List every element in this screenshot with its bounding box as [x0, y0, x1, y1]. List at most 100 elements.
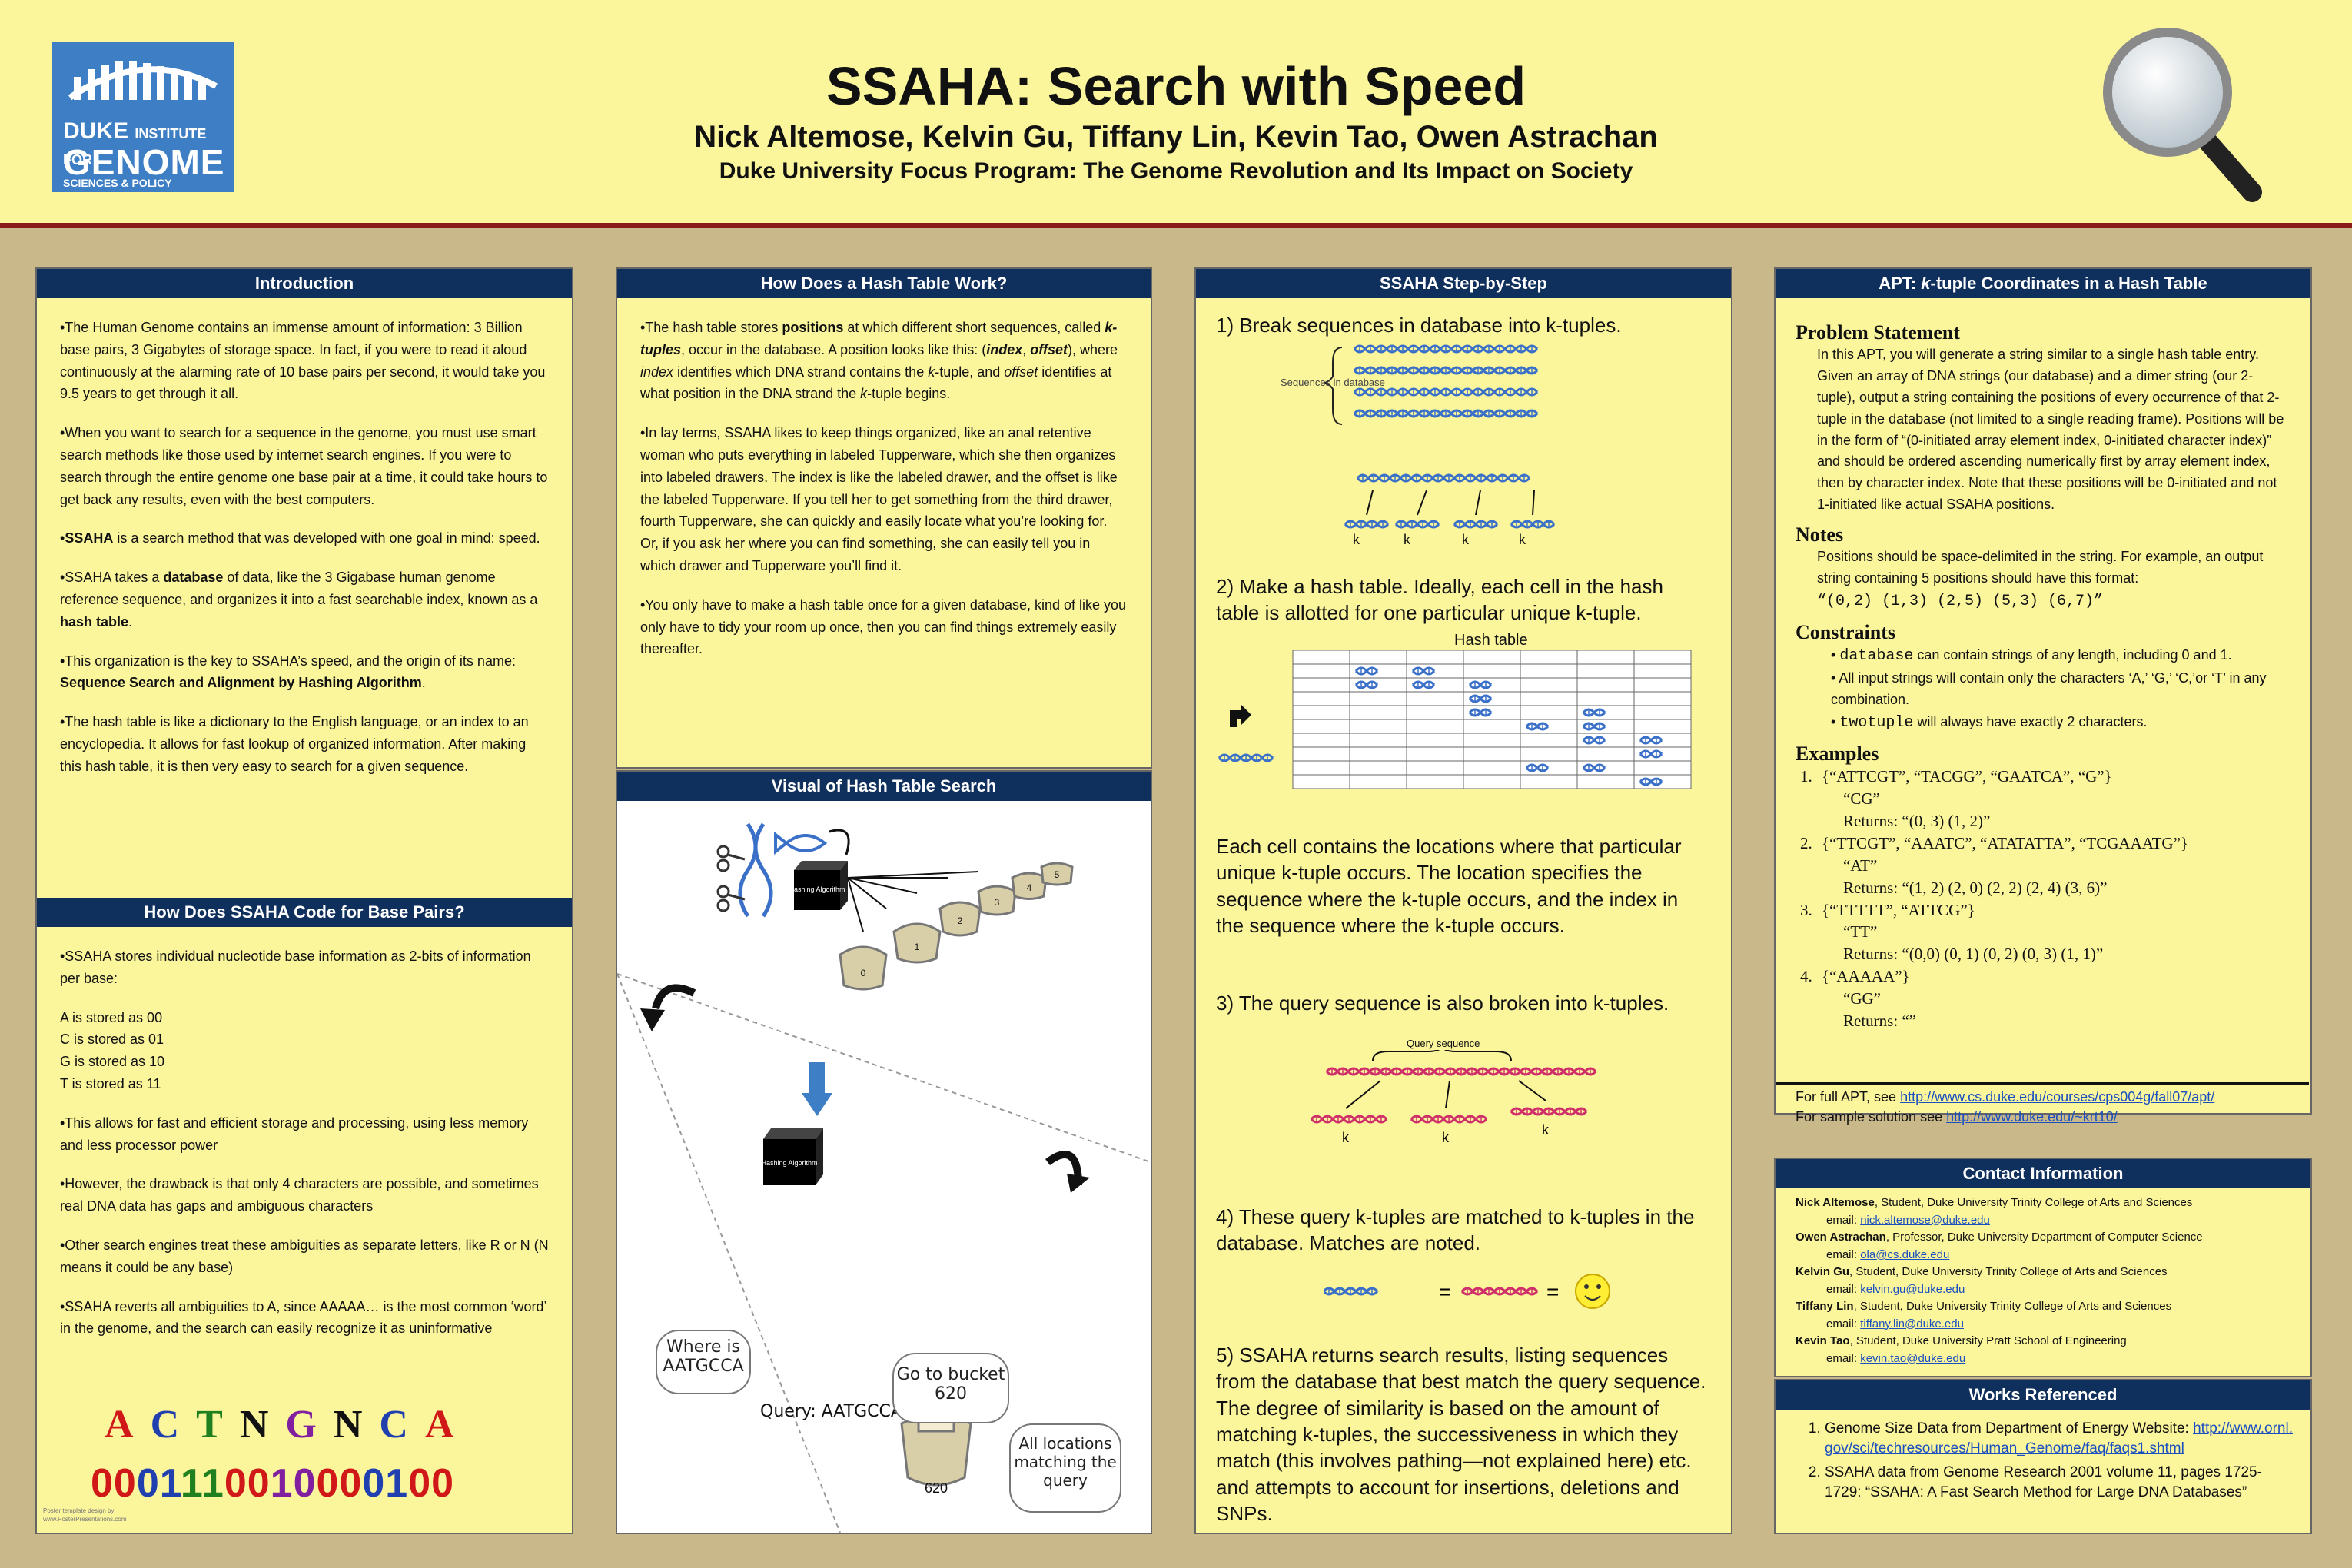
- letter-c: C: [379, 1403, 425, 1447]
- hash-cell: [1292, 760, 1350, 776]
- dna-strand-icon: [1582, 708, 1606, 717]
- hash-cell: [1633, 719, 1692, 734]
- hash-cell: [1292, 733, 1350, 748]
- hash-cell: [1463, 760, 1521, 776]
- hash-cell: [1520, 705, 1578, 720]
- reference-item: SSAHA data from Genome Research 2001 vol…: [1825, 1463, 2295, 1502]
- k-label: k: [1462, 532, 1470, 547]
- example-item: 1.{“ATTCGT”, “TACGG”, “GAATCA”, “G”}“CG”…: [1800, 766, 2112, 830]
- contact-entry: Kelvin Gu, Student, Duke University Trin…: [1796, 1265, 2168, 1296]
- hash-cell: [1520, 719, 1578, 734]
- hash-cell: [1520, 677, 1578, 693]
- code-paragraph: •Other search engines treat these ambigu…: [60, 1237, 549, 1275]
- introduction-heading: Introduction: [37, 269, 572, 298]
- hash-table-body: •The hash table stores positions at whic…: [617, 298, 1151, 660]
- visual-heading: Visual of Hash Table Search: [617, 772, 1151, 801]
- reference-link[interactable]: http://www.ornl.gov/sci/techresources/Hu…: [1825, 1420, 2293, 1457]
- hash-cell: [1292, 650, 1350, 665]
- down-arrow-icon: [809, 1062, 825, 1093]
- divider: [1776, 1082, 2309, 1085]
- dna-strand-icon: [1311, 1115, 1388, 1124]
- bit-pair: 00: [408, 1461, 455, 1506]
- contact-entry: Owen Astrachan, Professor, Duke Universi…: [1796, 1231, 2203, 1261]
- apt-link[interactable]: http://www.cs.duke.edu/courses/cps004g/f…: [1900, 1089, 2215, 1105]
- svg-text:Sequences in database: Sequences in database: [1281, 377, 1385, 388]
- hash-cell: [1463, 650, 1521, 665]
- hash-cell: [1576, 733, 1635, 748]
- hash-cell: [1576, 719, 1635, 734]
- hash-cell: [1633, 746, 1692, 762]
- logo-genome: GENOME: [63, 142, 225, 182]
- hash-cell: [1633, 663, 1692, 679]
- magnifying-glass-icon: [2103, 28, 2262, 202]
- hash-cell: [1520, 733, 1578, 748]
- dna-strand-icon: [1354, 666, 1379, 676]
- logo-duke: DUKE: [63, 118, 129, 144]
- dna-strand-icon: [1394, 520, 1440, 529]
- k-label: k: [1519, 532, 1526, 547]
- intro-paragraph: •This organization is the key to SSAHA’s…: [60, 653, 516, 691]
- bit-pair: 01: [362, 1461, 409, 1506]
- poster-affiliation: Duke University Focus Program: The Genom…: [719, 158, 1633, 184]
- base-pairs-body: •SSAHA stores individual nucleotide base…: [37, 927, 572, 1340]
- bit-pair: 01: [136, 1461, 181, 1506]
- poster-header: DUKE INSTITUTE FOR GENOME SCIENCES & POL…: [0, 0, 2352, 228]
- works-heading: Works Referenced: [1776, 1380, 2310, 1410]
- hash-cell: [1406, 760, 1464, 776]
- bit-pair: 11: [180, 1461, 224, 1506]
- svg-text:3: 3: [995, 897, 1000, 908]
- dna-strand-icon: [1639, 749, 1663, 759]
- dna-strand-icon: [1344, 520, 1390, 529]
- email-link[interactable]: kevin.tao@duke.edu: [1860, 1351, 1966, 1365]
- hash-cell: [1576, 705, 1635, 720]
- hash-cell: [1576, 677, 1635, 693]
- hash-cell: [1406, 650, 1464, 665]
- bit-pair: 10: [270, 1461, 317, 1506]
- constraints-list: • database can contain strings of any le…: [1831, 646, 2267, 732]
- hash-cell: [1406, 677, 1464, 693]
- k-label: k: [1353, 532, 1360, 547]
- email-link[interactable]: tiffany.lin@duke.edu: [1860, 1317, 1964, 1330]
- works-section: Works Referenced Genome Size Data from D…: [1774, 1379, 2312, 1534]
- references-list: Genome Size Data from Department of Ener…: [1776, 1410, 2310, 1503]
- problem-statement-title: Problem Statement: [1796, 321, 1960, 344]
- svg-text:620: 620: [925, 1480, 948, 1496]
- email-link[interactable]: kelvin.gu@duke.edu: [1860, 1282, 1965, 1296]
- code-paragraph: •This allows for fast and efficient stor…: [60, 1115, 529, 1153]
- dna-strand-icon: [1353, 387, 1539, 397]
- hash-cell: [1292, 705, 1350, 720]
- bucket-bubble: Go to bucket 620: [892, 1353, 1009, 1423]
- hash-table-grid: [1218, 650, 1692, 789]
- hash-cell: [1520, 663, 1578, 679]
- hash-cell: [1520, 650, 1578, 665]
- letter-g: G: [285, 1403, 334, 1447]
- hash-cell: [1349, 691, 1407, 706]
- email-link[interactable]: ola@cs.duke.edu: [1860, 1247, 1950, 1261]
- examples-list: 1.{“ATTCGT”, “TACGG”, “GAATCA”, “G”}“CG”…: [1796, 766, 2291, 1033]
- dna-strand-icon: [1460, 1287, 1539, 1296]
- fish-icon: [774, 831, 828, 855]
- hash-cell: [1576, 746, 1635, 762]
- intro-paragraph: •The Human Genome contains an immense am…: [60, 320, 546, 402]
- hash-cell: [1520, 691, 1578, 706]
- hash-cell: [1463, 719, 1521, 734]
- hash-paragraph: •The hash table stores positions at whic…: [640, 320, 1118, 402]
- example-item: 4.{“AAAAA”}“GG”Returns: “”: [1800, 967, 1917, 1031]
- results-bubble: All locations matching the query: [1009, 1423, 1121, 1513]
- dna-strand-icon: [1468, 708, 1493, 717]
- poster-title: SSAHA: Search with Speed: [826, 56, 1526, 116]
- curved-arrow-icon: [652, 984, 696, 1010]
- hash-cell: [1406, 663, 1464, 679]
- dna-strand-icon: [1324, 1287, 1379, 1296]
- solution-link[interactable]: http://www.duke.edu/~krt10/: [1946, 1109, 2118, 1125]
- email-link[interactable]: nick.altemose@duke.edu: [1860, 1213, 1990, 1227]
- contact-entry: Tiffany Lin, Student, Duke University Tr…: [1796, 1300, 2172, 1330]
- hash-cell: [1520, 746, 1578, 762]
- dna-strand-icon: [1468, 680, 1493, 689]
- dna-strand-icon: [1411, 680, 1436, 689]
- logo-sciences: SCIENCES & POLICY: [63, 177, 172, 189]
- bit-pair: 00: [316, 1461, 363, 1506]
- logo-institute: INSTITUTE FOR: [63, 126, 207, 168]
- encoding-item: A is stored as 00: [60, 1009, 163, 1025]
